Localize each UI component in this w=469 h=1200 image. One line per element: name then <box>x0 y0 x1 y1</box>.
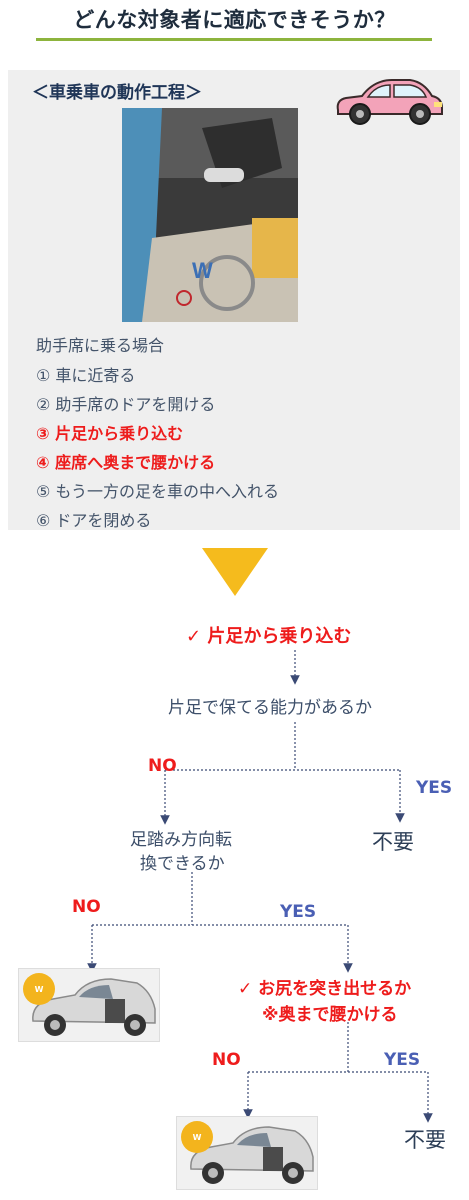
steps-intro: 助手席に乗る場合 <box>36 336 165 355</box>
yes-label: YES <box>280 902 317 922</box>
question-balance: 片足で保てる能力があるか <box>168 698 372 718</box>
car-icon <box>336 79 443 125</box>
swivel-seat-car-photo: W <box>176 1116 318 1190</box>
question-pivot-line1: 足踏み方向転 <box>130 830 232 850</box>
result-not-needed: 不要 <box>404 1128 446 1152</box>
swivel-seat-car-photo: W <box>18 968 160 1042</box>
result-not-needed: 不要 <box>372 830 414 854</box>
no-label: NO <box>148 756 177 776</box>
no-label: NO <box>212 1050 241 1070</box>
step-item: ① 車に近寄る <box>36 366 136 385</box>
step-item: ② 助手席のドアを開ける <box>36 395 216 414</box>
question-hips: ✓ お尻を突き出せるか <box>238 979 412 999</box>
brand-badge-icon: W <box>23 973 55 1005</box>
step-item-highlight: ④ 座席へ奥まで腰かける <box>36 453 216 472</box>
title-underline <box>36 38 432 41</box>
step-item: ⑥ ドアを閉める <box>36 511 152 530</box>
panel-title: ＜車乗車の動作工程＞ <box>32 83 202 103</box>
yes-label: YES <box>384 1050 421 1070</box>
question-pivot-line2: 換できるか <box>140 854 225 874</box>
step-item: ⑤ もう一方の足を車の中へ入れる <box>36 482 279 501</box>
no-label: NO <box>72 897 101 917</box>
svg-text:W: W <box>192 258 213 283</box>
yes-label: YES <box>416 778 453 798</box>
boarding-photo: W <box>122 108 298 322</box>
brand-badge-icon: W <box>181 1121 213 1153</box>
flow-start-node: ✓ 片足から乗り込む <box>186 626 352 647</box>
step-item-highlight: ③ 片足から乗り込む <box>36 424 184 443</box>
question-hips-note: ※奥まで腰かける <box>262 1005 398 1025</box>
down-arrow-icon <box>202 548 268 596</box>
page-title: どんな対象者に適応できそうか？ <box>73 8 396 32</box>
